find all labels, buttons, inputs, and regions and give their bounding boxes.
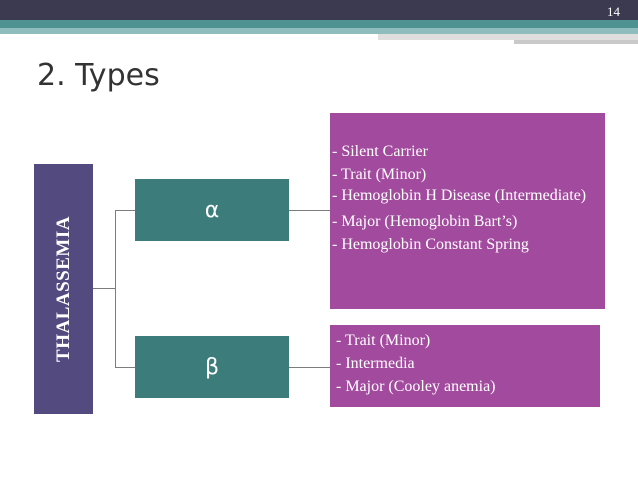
root-node-thalassemia: THALASSEMIA — [34, 164, 93, 414]
connector-alpha — [115, 210, 135, 211]
header-bar — [0, 0, 638, 20]
alpha-types-list: - Silent Carrier - Trait (Minor) - Hemog… — [330, 113, 605, 309]
list-item: - Trait (Minor) — [336, 332, 431, 349]
slide-title: 2. Types — [37, 58, 160, 93]
list-item: - Silent Carrier — [332, 143, 428, 160]
root-node-label: THALASSEMIA — [52, 216, 74, 362]
alpha-node: α — [135, 179, 289, 241]
list-item: - Trait (Minor) — [332, 166, 427, 183]
list-item: - Major (Cooley anemia) — [336, 378, 496, 395]
connector-beta-list — [289, 367, 330, 368]
header-accent-stripe — [0, 20, 638, 28]
header-decor-stripe-small — [514, 40, 638, 44]
list-item: - Hemoglobin H Disease (Intermediate) — [332, 187, 587, 204]
list-item: - Hemoglobin Constant Spring — [332, 236, 529, 253]
header-decor-stripe — [378, 34, 638, 40]
list-item: - Intermedia — [336, 355, 415, 372]
beta-types-list: - Trait (Minor) - Intermedia - Major (Co… — [330, 325, 600, 407]
connector-trunk — [115, 210, 116, 367]
connector-alpha-list — [289, 210, 330, 211]
header-accent-stripe-light — [0, 28, 638, 34]
alpha-label: α — [204, 197, 220, 223]
beta-node: β — [135, 336, 289, 398]
connector-root — [93, 288, 115, 289]
list-item: - Major (Hemoglobin Bart’s) — [332, 213, 518, 230]
slide-number: 14 — [607, 4, 620, 19]
connector-beta — [115, 367, 135, 368]
beta-label: β — [204, 354, 220, 380]
